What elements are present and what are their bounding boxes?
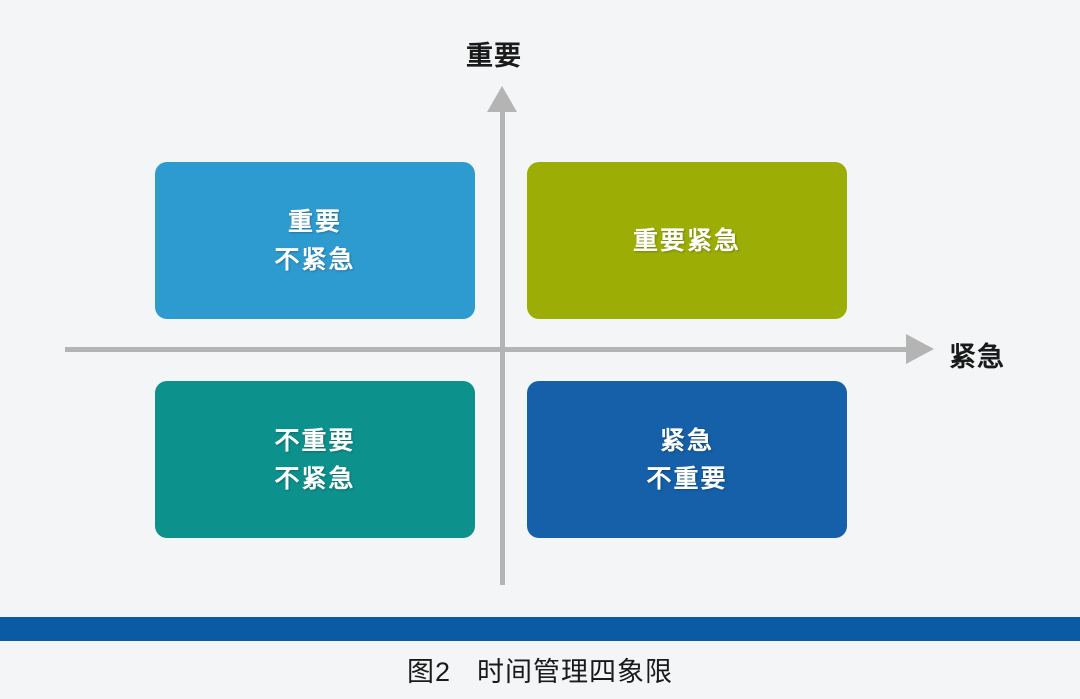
figure-caption: 图2 时间管理四象限 [0,650,1080,689]
quadrant-urgent-not-important[interactable]: 紧急 不重要 [527,381,856,538]
quadrant-label-line1: 重要 [287,207,342,236]
arrow-up-icon [487,86,517,112]
quadrant-label-line1: 不重要 [274,426,356,455]
quadrant-label-line1: 重要紧急 [632,226,741,255]
quadrant-side-shadow [844,387,856,532]
axis-label-important: 重要 [466,41,522,71]
quadrant-label-line2: 不紧急 [274,245,356,274]
quadrant-label-line1: 紧急 [659,426,714,455]
quadrant-not-important-not-urgent[interactable]: 不重要 不紧急 [155,381,484,538]
bottom-rule-divider [0,617,1080,641]
quadrant-side-shadow [844,168,856,313]
axis-label-urgent: 紧急 [949,342,1005,372]
quadrant-important-not-urgent[interactable]: 重要 不紧急 [155,162,484,319]
horizontal-axis-line [65,347,910,352]
quadrant-side-shadow [472,168,484,313]
quadrant-label-line2: 不紧急 [274,464,356,493]
arrow-right-icon [906,334,934,364]
figure-caption-title: 时间管理四象限 [477,657,674,687]
vertical-axis-line [500,108,505,585]
quadrant-label-line2: 不重要 [646,464,728,493]
quadrant-side-shadow [472,387,484,532]
figure-caption-number: 图2 [406,657,452,687]
quadrant-diagram: 重要 紧急 重要 不紧急 重要紧急 不重要 不紧急 紧急 不重要 [65,41,1005,585]
quadrant-important-urgent[interactable]: 重要紧急 [527,162,856,319]
